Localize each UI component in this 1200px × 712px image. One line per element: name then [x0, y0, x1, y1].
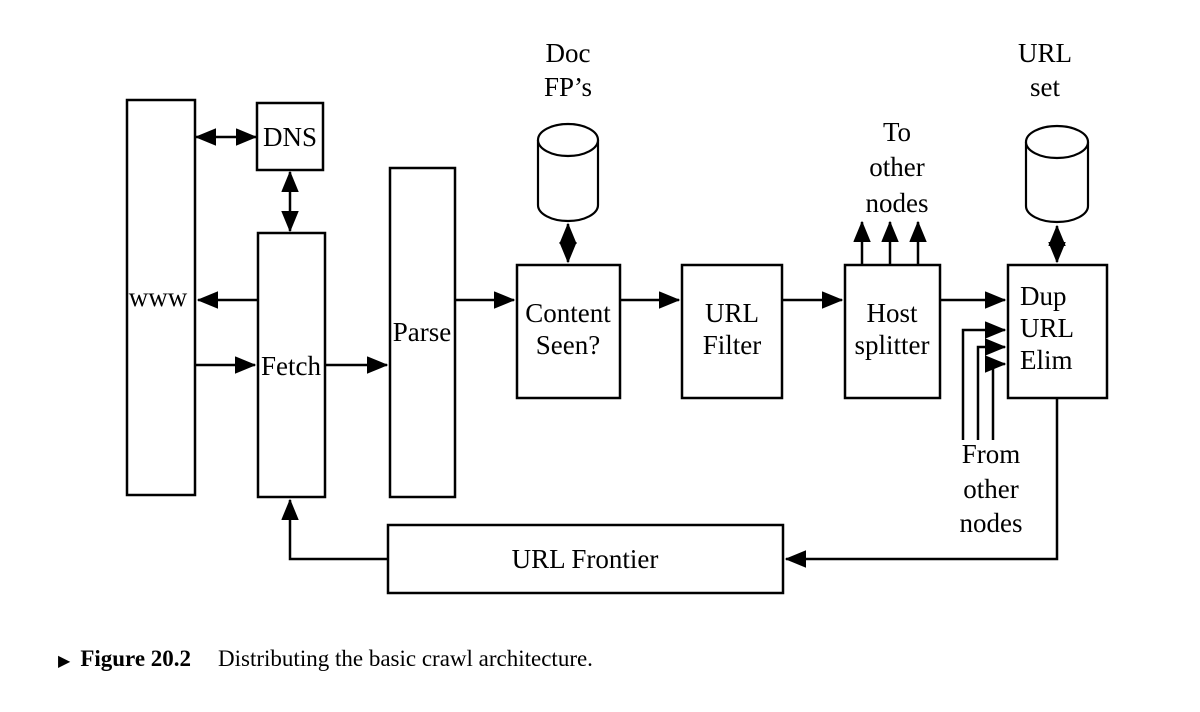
- doc-fps-cylinder-icon: [536, 140, 600, 223]
- doc-fps-cylinder-top-icon: [536, 122, 600, 158]
- edge-from-other-nodes-2: [976, 338, 1007, 440]
- url-filter-label-line1: URL: [705, 298, 759, 328]
- url-frontier-node-box: [386, 523, 785, 595]
- caption-figure-number: Figure 20.2: [80, 646, 192, 671]
- from-other-nodes-line1: From: [962, 439, 1021, 469]
- figure-caption: ▶ Figure 20.2 Distributing the basic cra…: [58, 646, 593, 672]
- parse-node-label: Parse: [393, 317, 451, 347]
- fetch-node-box: [256, 231, 327, 499]
- dup-url-elim-label-line3: Elim: [1020, 345, 1073, 375]
- from-other-nodes-line2: other: [963, 474, 1018, 504]
- dns-node-label: DNS: [263, 122, 317, 152]
- caption-triangle-icon: ▶: [58, 653, 71, 670]
- www-node-label: www: [129, 282, 188, 312]
- doc-fps-label-line1: Doc: [546, 38, 591, 68]
- from-other-nodes-line3: nodes: [960, 508, 1023, 538]
- parse-node-box: [388, 166, 457, 499]
- url-filter-node-box: [680, 263, 784, 400]
- url-set-label-line1: URL: [1018, 38, 1072, 68]
- url-set-cylinder-icon: [1024, 142, 1090, 224]
- host-splitter-label-line2: splitter: [855, 330, 930, 360]
- www-node-box: [125, 98, 197, 497]
- doc-fps-label-line2: FP’s: [544, 72, 592, 102]
- dup-url-elim-label-line2: URL: [1020, 313, 1074, 343]
- dns-node-box: [255, 101, 325, 172]
- content-seen-label-line1: Content: [525, 298, 611, 328]
- to-other-nodes-line1: To: [883, 117, 911, 147]
- edge-from-other-nodes-1: [961, 321, 1007, 440]
- dup-url-elim-label-line1: Dup: [1020, 281, 1067, 311]
- host-splitter-label-line1: Host: [866, 298, 918, 328]
- edge-from-other-nodes-3: [985, 355, 1007, 440]
- to-other-nodes-line3: nodes: [866, 188, 929, 218]
- host-splitter-node-box: [843, 263, 942, 400]
- url-filter-label-line2: Filter: [703, 330, 762, 360]
- edge-dup-elim-to-url-frontier: [784, 398, 1059, 568]
- fetch-node-label: Fetch: [261, 351, 321, 381]
- url-set-cylinder-top-icon: [1024, 124, 1090, 160]
- content-seen-label-line2: Seen?: [536, 330, 600, 360]
- edge-url-frontier-to-fetch: [281, 498, 388, 561]
- dup-url-elim-node-box: [1006, 263, 1109, 400]
- caption-text: Distributing the basic crawl architectur…: [218, 646, 593, 671]
- content-seen-node-box: [515, 263, 622, 400]
- to-other-nodes-line2: other: [869, 152, 924, 182]
- url-frontier-label: URL Frontier: [512, 544, 659, 574]
- url-set-label-line2: set: [1030, 72, 1060, 102]
